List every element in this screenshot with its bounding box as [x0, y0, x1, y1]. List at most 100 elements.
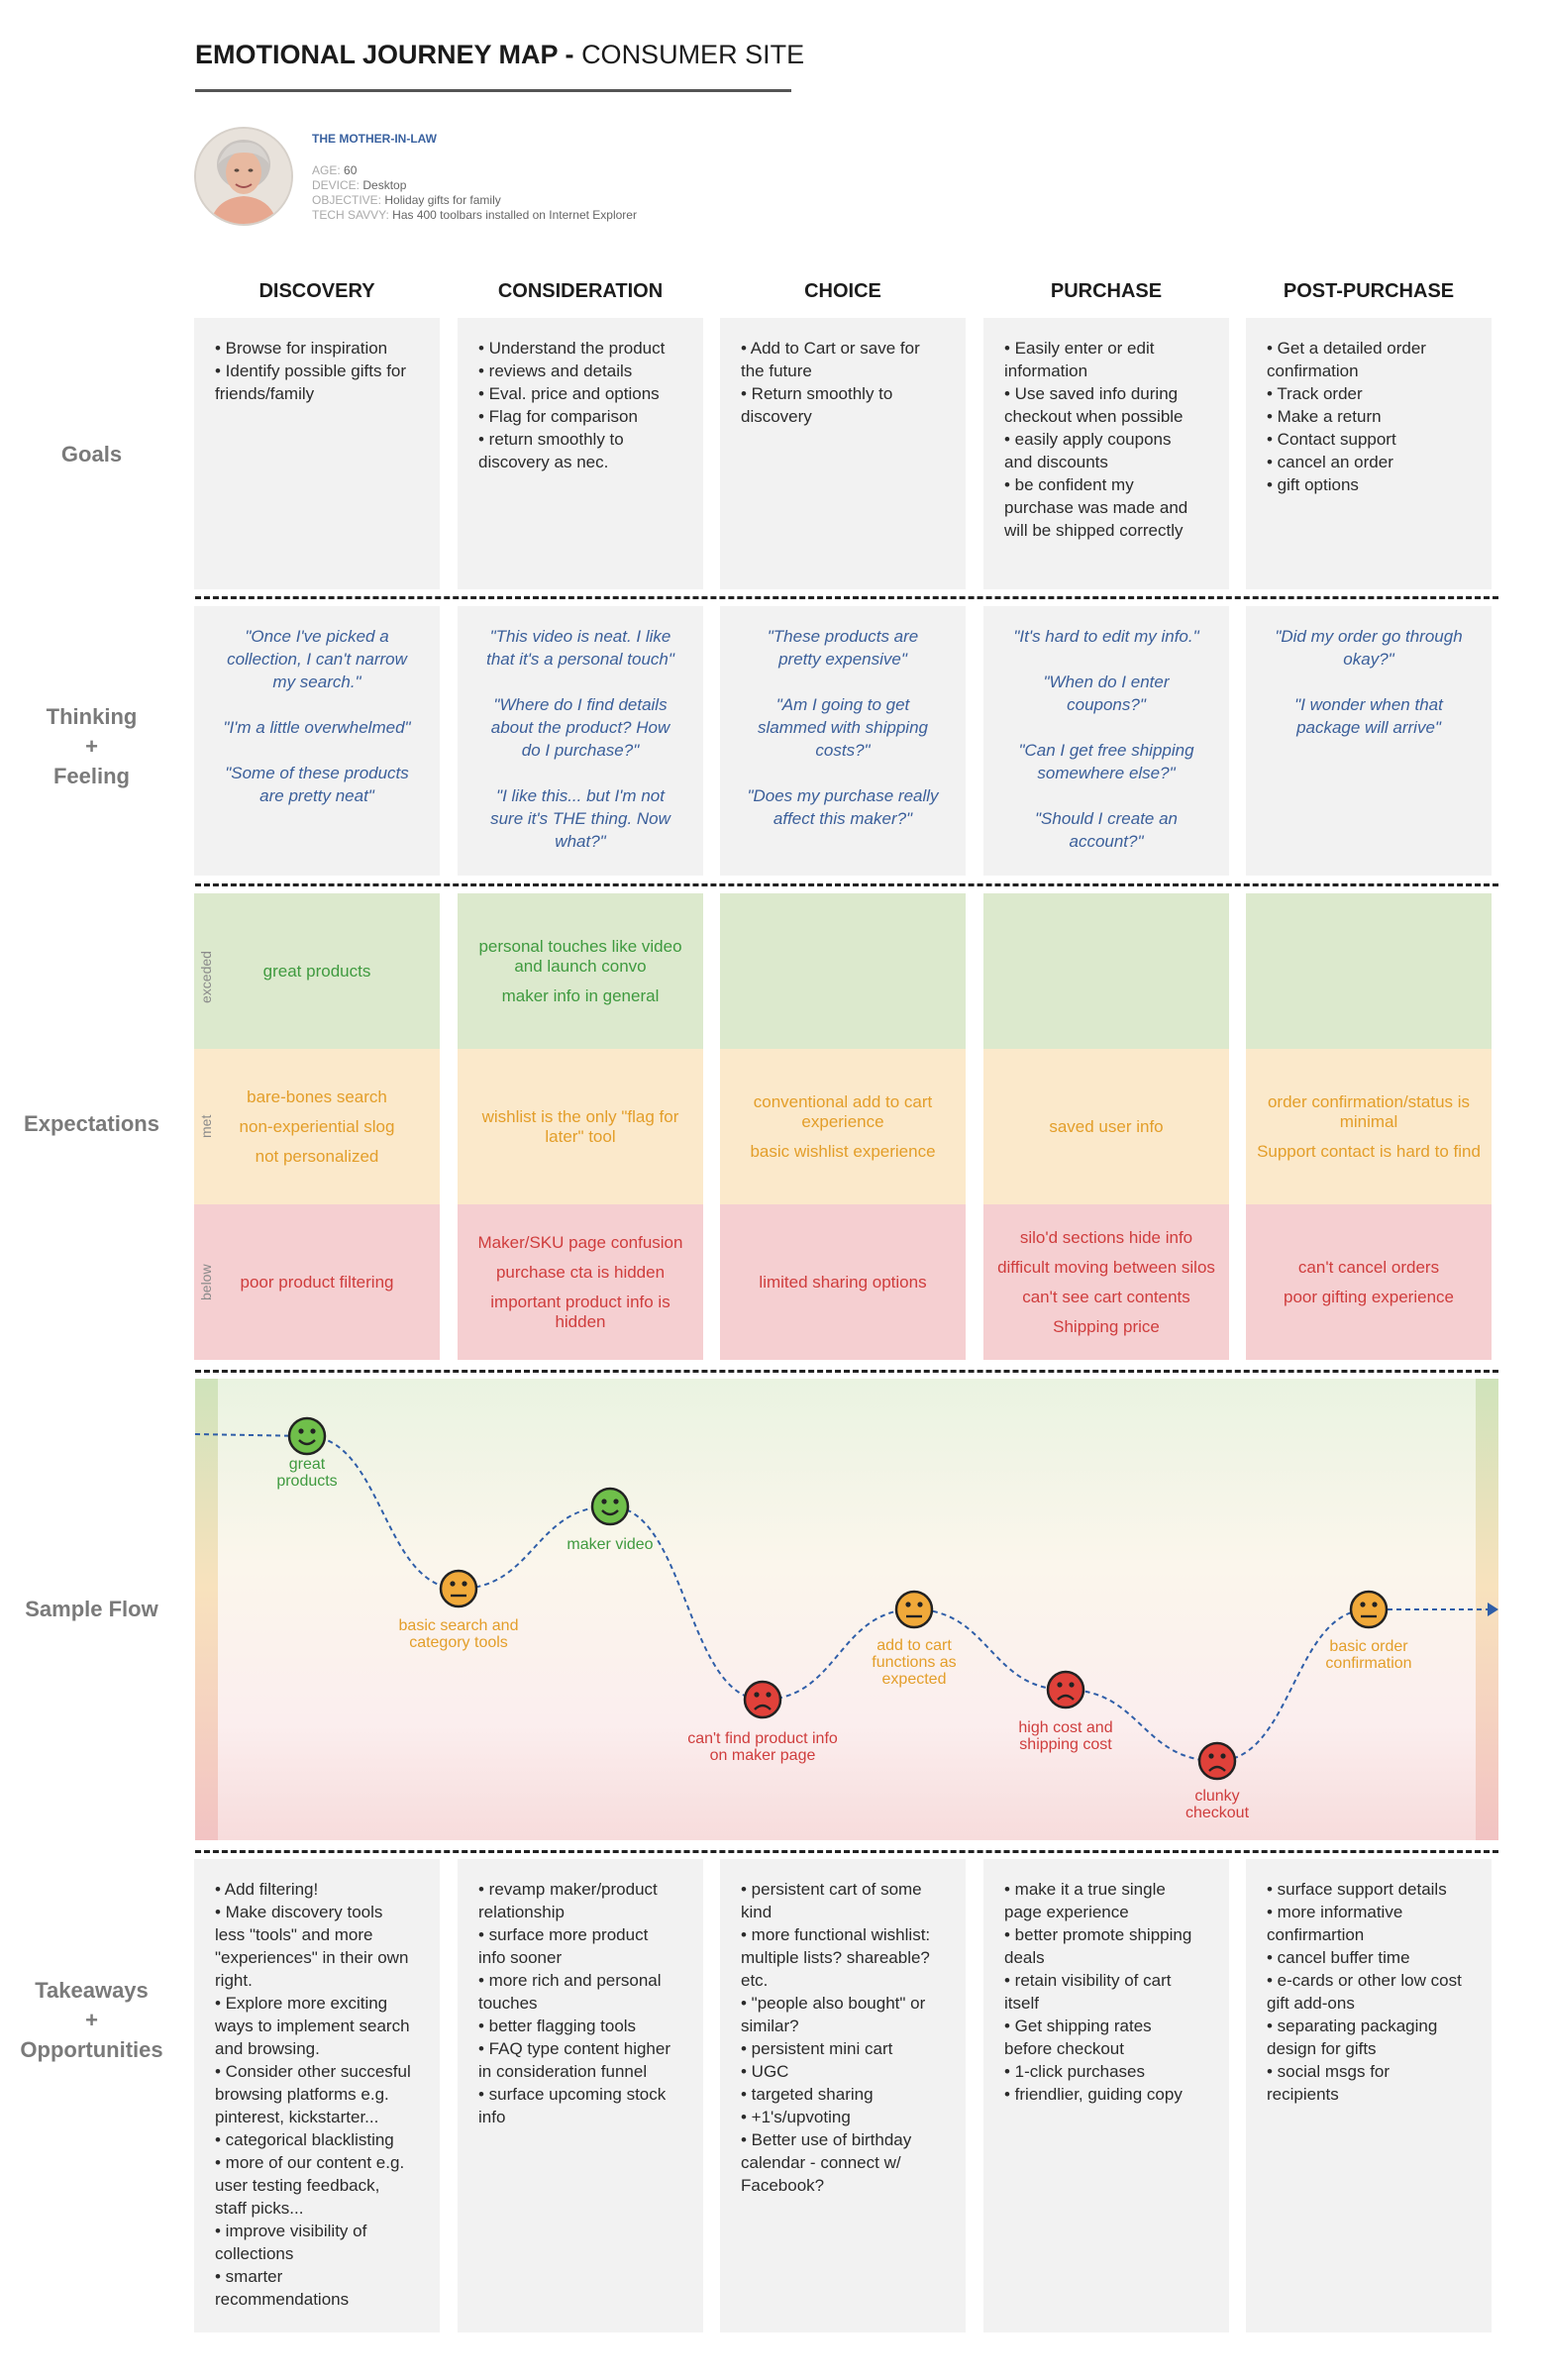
text-line: "Some of these products [225, 764, 409, 782]
text-line: order confirmation/status is [1267, 1091, 1471, 1111]
takeaways-cell-post-purchase: • surface support details• more informat… [1246, 1859, 1492, 2332]
text-line: pretty expensive" [778, 650, 907, 669]
title-bold: EMOTIONAL JOURNEY MAP - [195, 40, 582, 69]
happy-face-icon [590, 1487, 630, 1526]
text-line: conventional add to cart [753, 1091, 933, 1111]
text-line: somewhere else?" [1037, 764, 1176, 782]
takeaways-cell-discovery: • Add filtering! • Make discovery tools le… [194, 1859, 440, 2332]
text-line: information [1004, 362, 1088, 380]
text-line: • revamp maker/product [478, 1880, 658, 1899]
persona-details: AGE: 60 DEVICE: Desktop OBJECTIVE: Holid… [312, 163, 637, 223]
text-line: collection, I can't narrow [227, 650, 407, 669]
section-divider [195, 1850, 1498, 1853]
text-line: my search." [272, 673, 361, 691]
expectation-item: difficult moving between silos [997, 1258, 1215, 1278]
text-line: • Identify possible gifts for [215, 362, 407, 380]
text-line: collections [215, 2244, 294, 2263]
text-line: shipping cost [1019, 1736, 1112, 1753]
expectation-below-purchase: silo'd sections hide info difficult movin… [983, 1204, 1229, 1360]
text-line: less "tools" and more [215, 1925, 373, 1944]
neutral-face-icon [894, 1590, 934, 1629]
text-line: "These products are [767, 627, 919, 646]
text-line: • more functional wishlist: [741, 1925, 931, 1944]
expectation-item: poor gifting experience [1284, 1288, 1454, 1307]
text-line: checkout [1184, 1805, 1250, 1821]
text-line: basic wishlist experience [750, 1141, 936, 1161]
text-line: • Get a detailed order [1267, 339, 1426, 358]
text-line: great [288, 1456, 326, 1473]
text-line: • easily apply coupons [1004, 430, 1172, 449]
goals-cell-consideration: • Understand the product• reviews and de… [458, 318, 703, 589]
text-line: can't see cart contents [1022, 1287, 1190, 1306]
page-title: EMOTIONAL JOURNEY MAP - CONSUMER SITE [195, 40, 804, 70]
happy-face-icon [287, 1416, 327, 1456]
sad-face-icon [743, 1680, 782, 1719]
expectation-exceeded-purchase [983, 893, 1229, 1049]
text-line: "It's hard to edit my info." [1013, 627, 1199, 646]
row-label-expectations: Expectations [24, 1111, 159, 1136]
text-line: • Better use of birthday [741, 2130, 912, 2149]
text-line: that it's a personal touch" [486, 650, 674, 669]
text-line: • Understand the product [478, 339, 666, 358]
text-line: • retain visibility of cart [1004, 1971, 1172, 1990]
text-line: • Explore more exciting [215, 1994, 388, 2013]
text-line: clunky [1194, 1788, 1240, 1805]
text-line: • targeted sharing [741, 2085, 874, 2104]
text-line: design for gifts [1267, 2039, 1377, 2058]
text-line: calendar - connect w/ [741, 2153, 901, 2172]
expectation-exceeded-discovery: great products [194, 893, 440, 1049]
text-line: discovery [741, 407, 812, 426]
text-line: basic order [1329, 1638, 1408, 1655]
text-line: minimal [1339, 1111, 1398, 1131]
text-line: great products [262, 961, 371, 981]
text-line: • Browse for inspiration [215, 339, 388, 358]
text-line: itself [1004, 1994, 1039, 2013]
text-line: add to cart [876, 1637, 952, 1654]
expectation-item: saved user info [1049, 1117, 1163, 1137]
text-line: • Easily enter or edit [1004, 339, 1155, 358]
text-line: • Eval. price and options [478, 384, 660, 403]
text-line: hidden [555, 1311, 606, 1331]
text-line: the future [741, 362, 812, 380]
text-line: "When do I enter [1043, 673, 1170, 691]
goals-cell-discovery: • Browse for inspiration • Identify possi… [194, 318, 440, 589]
text-line: high cost and [1018, 1719, 1113, 1736]
text-line: recipients [1267, 2085, 1339, 2104]
text-line: confirmation [1267, 362, 1359, 380]
text-line: • more rich and personal [478, 1971, 662, 1990]
quote: "These products are pretty expensive" [734, 625, 952, 671]
sample-flow-panel [195, 1379, 1498, 1840]
expectation-item: purchase cta is hidden [496, 1263, 665, 1283]
text-line: limited sharing options [759, 1272, 927, 1292]
row-label-takeaways-opportunities: Takeaways+Opportunities [20, 1978, 163, 2062]
text-line: • Make discovery tools [215, 1903, 383, 1921]
column-header-consideration: CONSIDERATION [497, 280, 664, 302]
expectation-item: poor product filtering [241, 1273, 394, 1293]
text-line: • better flagging tools [478, 2017, 637, 2035]
text-line: silo'd sections hide info [1019, 1227, 1193, 1247]
text-line: • surface upcoming stock [478, 2085, 667, 2104]
text-line: "Am I going to get [775, 695, 910, 714]
text-line: • Consider other succesful [215, 2062, 411, 2081]
expectation-item: bare-bones search [247, 1087, 387, 1107]
text-line: • Add filtering! [215, 1880, 319, 1899]
text-line: • categorical blacklisting [215, 2130, 394, 2149]
text-line: in consideration funnel [478, 2062, 648, 2081]
text-line: • Make a return [1267, 407, 1382, 426]
expectation-item: not personalized [256, 1147, 379, 1167]
text-line: gift add-ons [1267, 1994, 1355, 2013]
text-line: "I'm a little overwhelmed" [223, 718, 411, 737]
